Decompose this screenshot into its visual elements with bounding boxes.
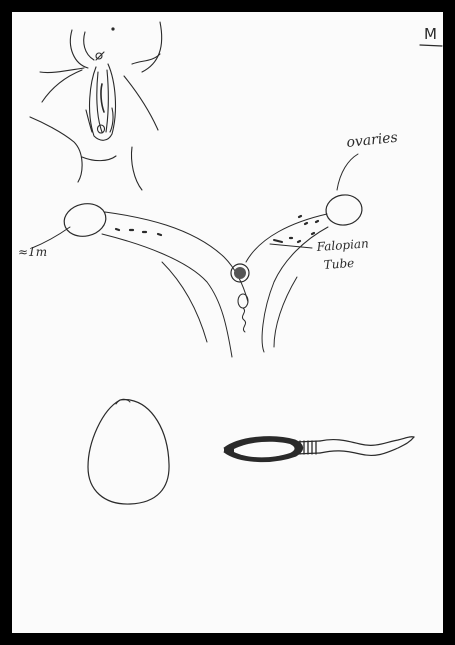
ink-dot xyxy=(111,27,114,30)
large-sperm xyxy=(224,437,414,462)
paper-sheet: M ovaries ≈1m Falopian Tube xyxy=(12,12,443,633)
small-sperm xyxy=(238,294,248,332)
large-egg xyxy=(88,400,169,504)
tube-leader-tick xyxy=(274,240,282,242)
ovary-right xyxy=(324,193,364,228)
label-tube-line1: Falopian xyxy=(315,236,369,254)
fallopian-tube-right xyxy=(246,214,328,352)
center-egg-core xyxy=(234,267,246,279)
corner-mark-underline xyxy=(420,45,442,46)
label-size-note: ≈1m xyxy=(18,245,47,259)
fallopian-tube-left xyxy=(102,212,248,357)
label-tube-line2: Tube xyxy=(323,256,354,272)
ovaries-leader xyxy=(337,154,358,190)
vulva-sketch xyxy=(30,22,162,190)
egg-path-left xyxy=(116,229,161,235)
corner-mark: M xyxy=(424,25,437,43)
sketch-drawing: M ovaries ≈1m Falopian Tube xyxy=(12,12,443,633)
tube-leader xyxy=(270,244,312,248)
label-ovaries: ovaries xyxy=(346,130,399,151)
